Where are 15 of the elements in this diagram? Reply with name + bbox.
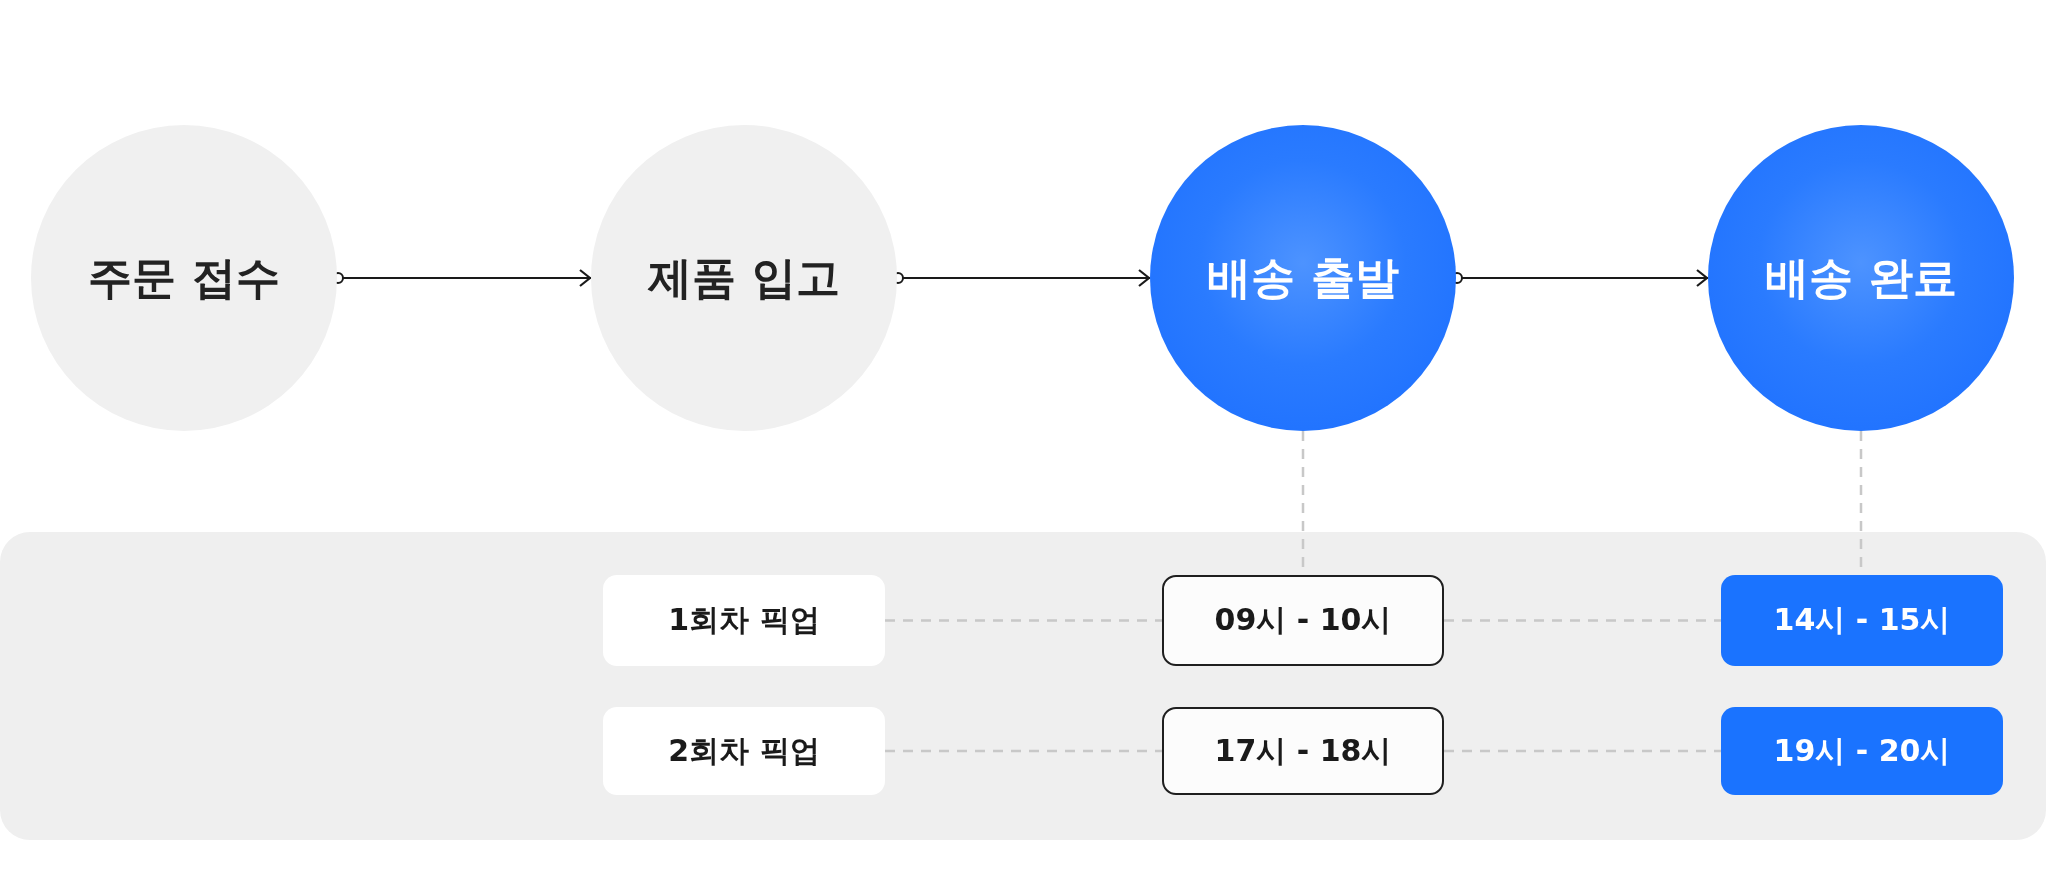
time-slot: 17시 - 18시 <box>1162 707 1444 795</box>
step-circle: 배송 완료 <box>1708 125 2014 431</box>
dashed-connector <box>885 749 1162 753</box>
step-circle: 배송 출발 <box>1150 125 1456 431</box>
pickup-label: 1회차 픽업 <box>603 575 885 666</box>
panel-background <box>0 532 2046 840</box>
time-slot: 19시 - 20시 <box>1721 707 2003 795</box>
dashed-connector <box>1444 749 1721 753</box>
time-slot: 14시 - 15시 <box>1721 575 2003 666</box>
dashed-connector <box>885 619 1162 622</box>
time-slot: 09시 - 10시 <box>1162 575 1444 666</box>
dashed-connector <box>1444 619 1721 622</box>
pickup-label: 2회차 픽업 <box>603 707 885 795</box>
step-circle: 제품 입고 <box>591 125 897 431</box>
step-circle: 주문 접수 <box>31 125 337 431</box>
